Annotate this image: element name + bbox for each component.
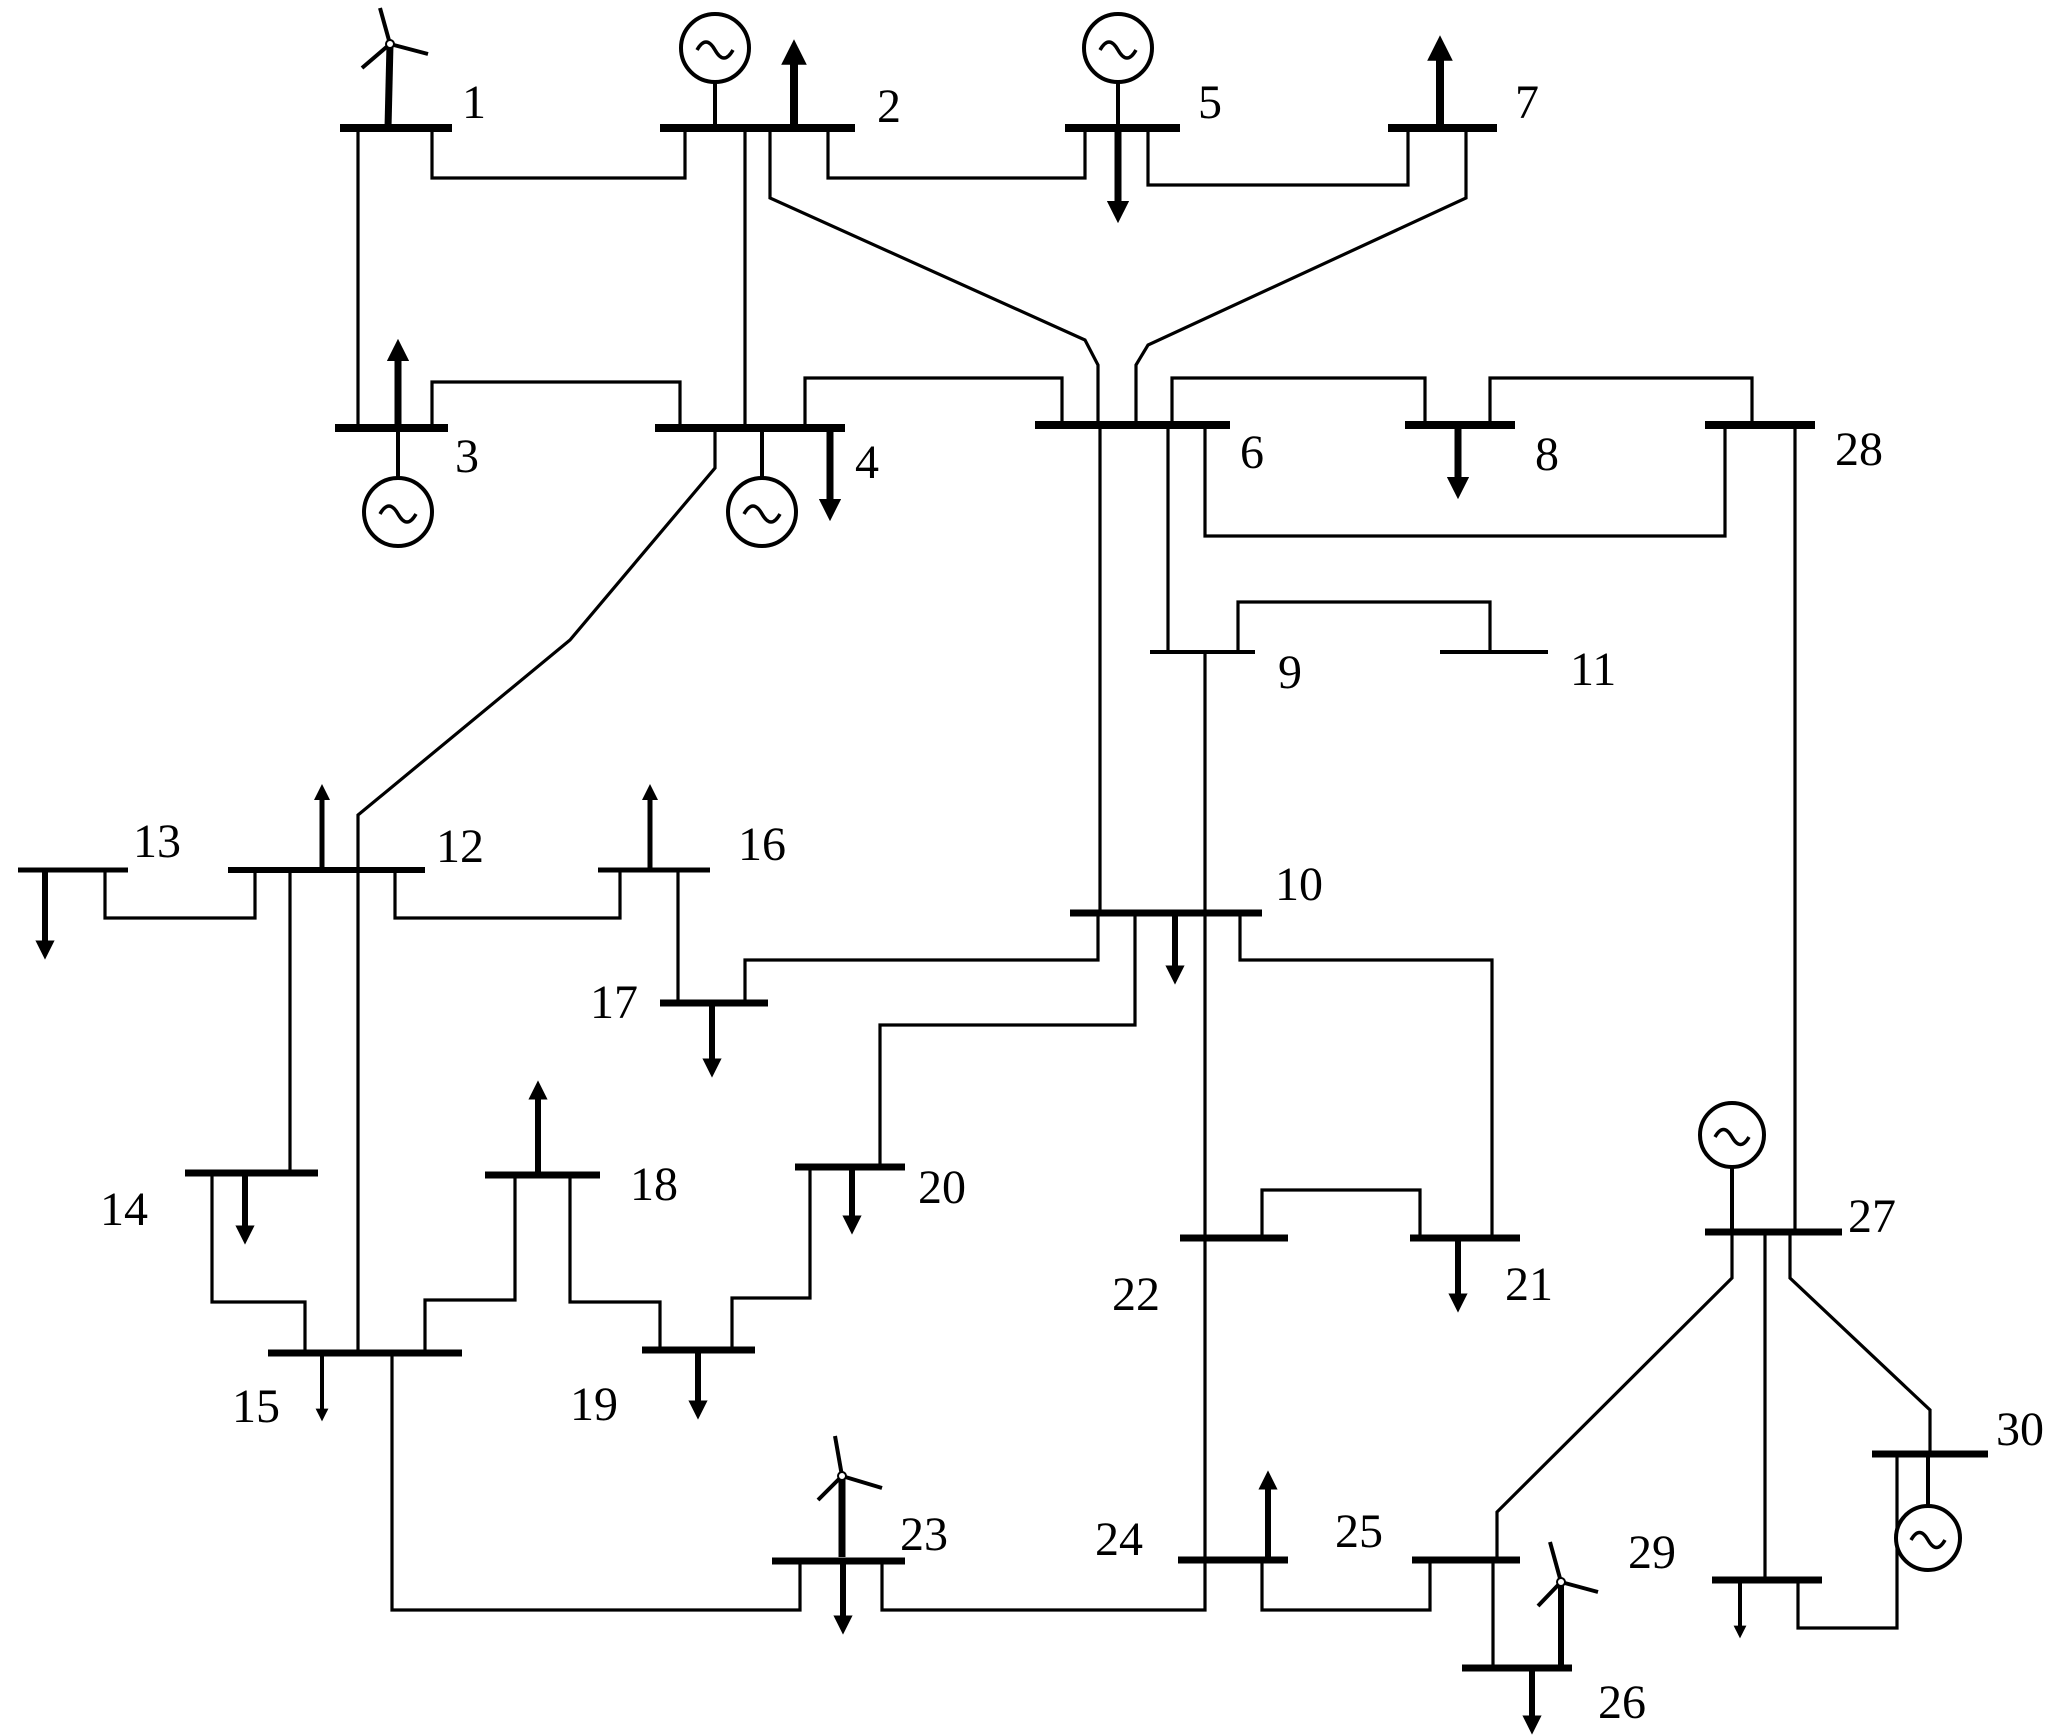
bus-label-18: 18	[630, 1158, 678, 1211]
bus-label-1: 1	[462, 76, 486, 129]
bus-label-24: 24	[1095, 1513, 1143, 1566]
line-15-23	[390, 1353, 802, 1612]
line-29-30	[1796, 1454, 1899, 1630]
line-5-7	[1146, 130, 1410, 187]
bus-label-26: 26	[1598, 1676, 1646, 1729]
generator-icon	[1082, 12, 1154, 128]
bus-label-7: 7	[1515, 76, 1539, 129]
bus-labels: 1 2 3 4 5 6 7 8 9 10 11 12 13 14 15 16 1…	[100, 76, 2044, 1729]
line-4-6	[803, 376, 1064, 428]
bus-label-16: 16	[738, 818, 786, 871]
line-10-20	[878, 913, 1137, 1167]
transmission-lines	[103, 130, 1932, 1668]
generator-icon	[1698, 1101, 1766, 1230]
line-2-5	[826, 130, 1087, 180]
bus-label-17: 17	[590, 976, 638, 1029]
bus-label-8: 8	[1535, 428, 1559, 481]
bus-label-2: 2	[877, 80, 901, 133]
line-8-28	[1488, 376, 1754, 425]
bus-label-22: 22	[1112, 1268, 1160, 1321]
wind-turbine-icon	[816, 1435, 883, 1557]
bus-label-12: 12	[436, 820, 484, 873]
line-4-12	[356, 428, 717, 870]
bus-label-25: 25	[1335, 1505, 1383, 1558]
line-15-18	[423, 1175, 517, 1353]
generator-icon	[1894, 1456, 1962, 1572]
generators	[362, 12, 1962, 1572]
line-27-30	[1788, 1232, 1932, 1454]
line-3-4	[430, 380, 682, 428]
line-2-6	[768, 130, 1100, 428]
line-6-28	[1203, 425, 1727, 538]
bus-label-9: 9	[1278, 646, 1302, 699]
bus-label-21: 21	[1505, 1258, 1553, 1311]
wind-turbines	[360, 7, 1599, 1668]
bus-label-10: 10	[1275, 858, 1323, 911]
bus-bars	[18, 124, 1988, 1672]
line-10-17	[743, 913, 1100, 1003]
bus-label-11: 11	[1570, 643, 1616, 696]
line-12-16	[393, 870, 622, 920]
bus-label-23: 23	[900, 1508, 948, 1561]
generator-icon	[726, 430, 798, 548]
line-10-21	[1238, 913, 1494, 1238]
bus-label-20: 20	[918, 1161, 966, 1214]
wind-turbine-icon	[360, 7, 429, 129]
bus-label-15: 15	[232, 1380, 280, 1433]
bus-label-30: 30	[1996, 1403, 2044, 1456]
bus-label-19: 19	[570, 1378, 618, 1431]
bus-label-27: 27	[1848, 1190, 1896, 1243]
line-9-11	[1236, 600, 1492, 652]
line-18-19	[568, 1175, 662, 1350]
line-14-15	[210, 1173, 307, 1353]
line-22-21	[1260, 1188, 1422, 1238]
line-6-8	[1170, 376, 1427, 428]
line-25-27	[1495, 1232, 1734, 1560]
bus-label-14: 14	[100, 1183, 148, 1236]
generator-icon	[679, 12, 751, 128]
bus-label-3: 3	[455, 430, 479, 483]
bus-label-13: 13	[133, 815, 181, 868]
line-24-25	[1260, 1560, 1432, 1612]
line-19-20	[730, 1167, 812, 1350]
loads	[35, 35, 1747, 1735]
bus-label-28: 28	[1835, 423, 1883, 476]
wind-turbine-icon	[1536, 1541, 1599, 1668]
bus-label-29: 29	[1628, 1526, 1676, 1579]
bus-label-5: 5	[1198, 76, 1222, 129]
bus-label-6: 6	[1240, 426, 1264, 479]
bus-label-4: 4	[855, 436, 879, 489]
line-12-13	[103, 870, 257, 920]
generator-icon	[362, 430, 434, 548]
line-1-2	[430, 130, 687, 180]
line-23-24	[880, 1560, 1207, 1612]
line-6-7	[1134, 130, 1468, 428]
